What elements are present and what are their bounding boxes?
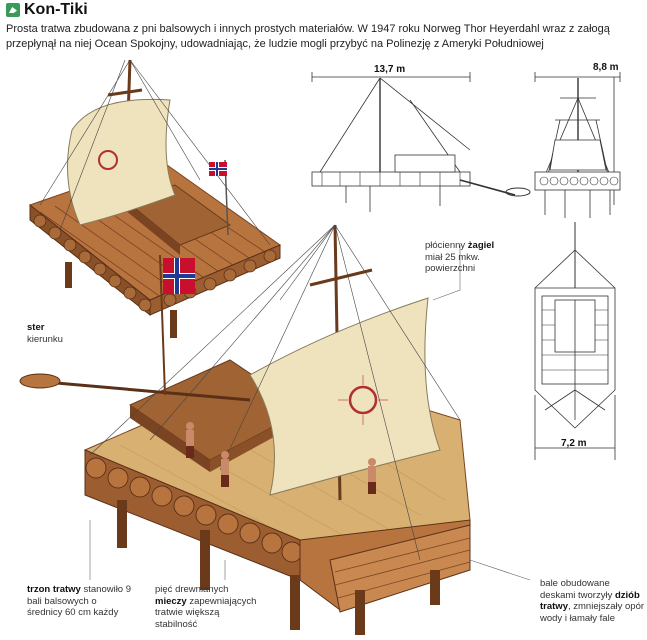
logo-icon <box>6 3 20 17</box>
main-raft <box>19 224 471 635</box>
label-bow: bale obudowane deskami tworzyły dziób tr… <box>540 578 645 624</box>
top-view-drawing <box>534 222 616 460</box>
dim-height: 8,8 m <box>593 62 619 73</box>
front-view-drawing <box>534 72 621 218</box>
small-raft <box>28 59 282 338</box>
side-view-drawing <box>311 72 531 212</box>
label-keels: pięć drewnianych mieczy zapewniających t… <box>155 584 257 630</box>
label-sail: płócienny żagiel miał 25 mkw. powierzchn… <box>425 240 495 274</box>
dim-length: 13,7 m <box>374 64 406 75</box>
page-title: Kon-Tiki <box>24 1 88 18</box>
intro-text: Prosta tratwa zbudowana z pni balsowych … <box>6 23 610 50</box>
dim-width: 7,2 m <box>561 438 587 449</box>
label-hull: trzon tratwy stanowiło 9 bali balsowych … <box>27 584 132 618</box>
label-rudder: ster kierunku <box>27 322 63 345</box>
leader-lines <box>89 245 531 581</box>
